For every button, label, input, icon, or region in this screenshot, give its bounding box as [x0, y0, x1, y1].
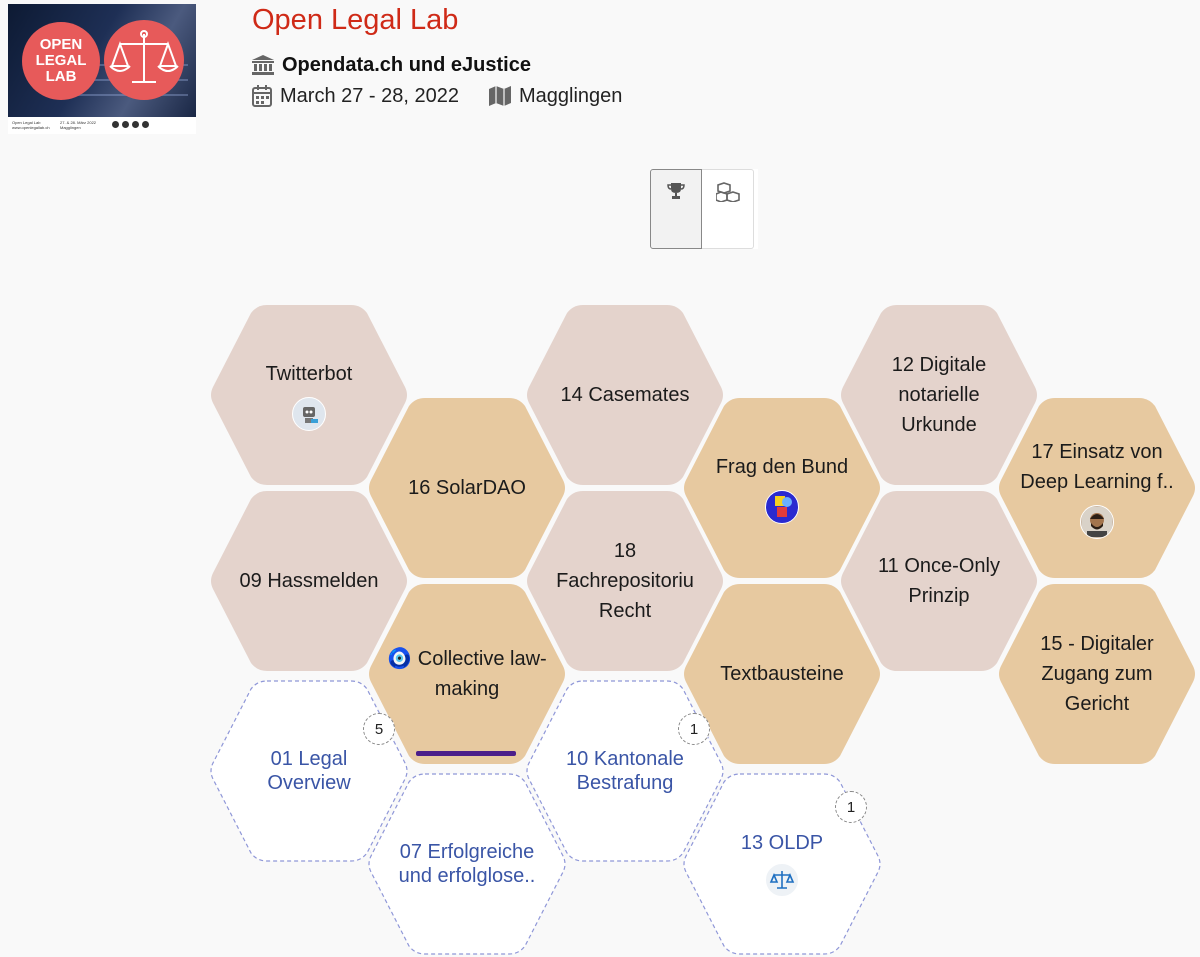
hex-shape	[210, 680, 408, 862]
hex-label: 🧿 Collective law-making	[387, 648, 547, 700]
hex-shape	[841, 491, 1037, 671]
hex-casemates[interactable]: 14 Casemates	[525, 303, 725, 487]
hex-label: 01 Legal Overview	[267, 748, 351, 794]
hex-shape	[527, 491, 723, 671]
hex-label: Twitterbot	[265, 363, 353, 385]
hex-label: 15 - Digitaler Zugang zum Gericht	[1040, 633, 1154, 715]
event-dates: March 27 - 28, 2022	[280, 84, 459, 107]
hex-shape	[999, 398, 1195, 578]
event-meta-row: March 27 - 28, 2022 Magglingen	[252, 83, 622, 109]
view-toggle	[650, 169, 758, 249]
scales-icon	[765, 863, 799, 897]
logo-text-circle: OPEN LEGAL LAB	[22, 22, 100, 100]
hex-shape	[684, 584, 880, 764]
cubes-icon	[715, 182, 740, 202]
hex-shape	[526, 680, 724, 862]
sponsor-logos	[112, 121, 152, 129]
event-location[interactable]: Magglingen	[519, 84, 623, 107]
hex-once-only-prinzip[interactable]: 11 Once-Only Prinzip	[839, 489, 1039, 673]
hex-label: 11 Once-Only Prinzip	[878, 555, 1000, 607]
hex-label: 12 Digitale notarielle Urkunde	[891, 354, 987, 436]
hex-fachrepositorium-recht[interactable]: 18 Fachrepositoriu Recht	[525, 489, 725, 673]
hex-textbausteine[interactable]: Textbausteine	[682, 582, 882, 766]
trophy-icon	[667, 183, 685, 199]
hex-shape	[369, 398, 565, 578]
hex-shape	[527, 305, 723, 485]
hex-solardao[interactable]: 16 SolarDAO	[367, 396, 567, 580]
hex-frag-den-bund[interactable]: Frag den Bund	[682, 396, 882, 580]
hex-label: Textbausteine	[720, 663, 844, 685]
bund-logo-icon	[765, 490, 799, 524]
progress-bar	[416, 751, 516, 756]
hex-digitaler-zugang[interactable]: 15 - Digitaler Zugang zum Gericht	[997, 582, 1197, 766]
projects-view-button[interactable]	[702, 169, 754, 249]
project-count-badge: 5	[363, 713, 395, 745]
hex-shape	[211, 305, 407, 485]
hex-deep-learning[interactable]: 17 Einsatz von Deep Learning f..	[997, 396, 1197, 580]
hex-legal-overview[interactable]: 01 Legal Overview 5	[209, 679, 409, 863]
hex-label: 14 Casemates	[560, 384, 690, 406]
scales-icon	[109, 30, 179, 83]
calendar-icon	[252, 85, 272, 107]
hex-label: Frag den Bund	[715, 456, 849, 478]
project-count-badge: 1	[835, 791, 867, 823]
organizer-row: Opendata.ch und eJustice	[252, 52, 531, 78]
hex-digitale-notarielle-urkunde[interactable]: 12 Digitale notarielle Urkunde	[839, 303, 1039, 487]
hex-label: 16 SolarDAO	[408, 477, 526, 499]
hex-twitterbot[interactable]: Twitterbot	[209, 303, 409, 487]
hex-label: 18 Fachrepositoriu Recht	[556, 540, 694, 622]
project-count-badge: 1	[678, 713, 710, 745]
hex-shape	[211, 491, 407, 671]
hex-shape	[684, 398, 880, 578]
hex-label: 10 Kantonale Bestrafung	[566, 748, 684, 794]
event-title[interactable]: Open Legal Lab	[252, 4, 459, 36]
hex-hassmelden[interactable]: 09 Hassmelden	[209, 489, 409, 673]
institution-icon	[252, 55, 274, 75]
hex-label: 09 Hassmelden	[239, 570, 379, 592]
challenges-view-button[interactable]	[650, 169, 702, 249]
scales-logo-circle	[104, 20, 184, 100]
hex-erfolgreiche-und-erfolglose[interactable]: 07 Erfolgreiche und erfolglose..	[367, 772, 567, 956]
hex-shape	[369, 584, 565, 764]
organizer-name[interactable]: Opendata.ch und eJustice	[282, 53, 531, 76]
hex-collective-law-making[interactable]: 🧿 Collective law-making	[367, 582, 567, 766]
person-avatar	[1080, 505, 1114, 539]
hex-label: 13 OLDP	[740, 832, 824, 854]
hex-oldp[interactable]: 13 OLDP 1	[682, 772, 882, 956]
hex-kantonale-bestrafung[interactable]: 10 Kantonale Bestrafung 1	[525, 679, 725, 863]
hex-label: 17 Einsatz von Deep Learning f..	[1020, 441, 1174, 493]
logo-banner: OPEN LEGAL LAB	[8, 4, 196, 117]
hex-shape	[841, 305, 1037, 485]
hex-shape	[999, 584, 1195, 764]
robot-icon	[292, 397, 326, 431]
hex-shape	[368, 773, 566, 955]
hex-label: 07 Erfolgreiche und erfolglose..	[398, 841, 536, 887]
map-icon	[489, 86, 511, 106]
